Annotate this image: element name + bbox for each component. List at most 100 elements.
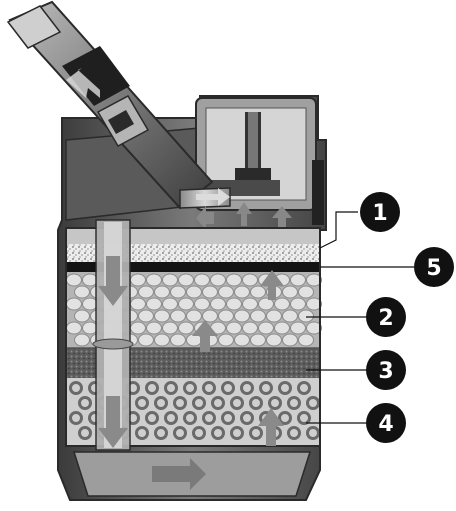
pebble [298, 285, 314, 299]
return-tube [92, 219, 134, 451]
pebble [194, 297, 210, 311]
pebble [66, 273, 82, 287]
ceramic-ring [173, 426, 187, 440]
pebble [290, 273, 306, 287]
pebble [250, 285, 266, 299]
ceramic-ring [221, 381, 235, 395]
ceramic-ring [69, 381, 83, 395]
ceramic-ring [192, 396, 206, 410]
flow-arrow-intake [66, 68, 100, 98]
pebble [266, 333, 282, 347]
flow-arrow-bottom [152, 458, 206, 490]
pebble [178, 273, 194, 287]
pebble [66, 297, 82, 311]
ceramic-ring [249, 396, 263, 410]
pebble [242, 297, 258, 311]
pebble [226, 321, 242, 335]
pebble [146, 273, 162, 287]
pebble [306, 297, 322, 311]
callout-badge-2: 2 [366, 297, 406, 337]
pebble [138, 333, 154, 347]
pebble [170, 333, 186, 347]
pebble [74, 285, 90, 299]
pebble [178, 321, 194, 335]
svg-text:4: 4 [378, 412, 393, 437]
pebble [162, 321, 178, 335]
pebble [210, 273, 226, 287]
ceramic-ring [154, 396, 168, 410]
ceramic-ring [78, 396, 92, 410]
pebble [210, 297, 226, 311]
pebble [154, 309, 170, 323]
pebble [218, 309, 234, 323]
flow-arrow-down-top [98, 256, 128, 306]
ceramic-ring [78, 426, 92, 440]
pebble [138, 285, 154, 299]
pebble [258, 297, 274, 311]
pebble [130, 321, 146, 335]
callout-badge-4: 4 [366, 403, 406, 443]
ceramic-ring [297, 381, 311, 395]
bottom-tray [72, 451, 312, 497]
pebble [202, 285, 218, 299]
ceramic-ring [249, 426, 263, 440]
ceramic-ring [240, 411, 254, 425]
pebble [250, 333, 266, 347]
pebble [202, 309, 218, 323]
pebble [186, 309, 202, 323]
svg-text:5: 5 [426, 256, 441, 281]
intake-tube [6, 0, 231, 210]
pebble [162, 273, 178, 287]
pebble [290, 321, 306, 335]
ceramic-ring [69, 411, 83, 425]
pebble [146, 297, 162, 311]
pebble [306, 273, 322, 287]
pebble [170, 309, 186, 323]
pebble [66, 321, 82, 335]
ceramic-ring [211, 396, 225, 410]
pebble [226, 297, 242, 311]
pebble [266, 309, 282, 323]
pebble [146, 321, 162, 335]
pebble [306, 321, 322, 335]
pebble [234, 333, 250, 347]
flow-arrow-down-bottom [98, 396, 128, 448]
pebble [130, 297, 146, 311]
pebble [162, 297, 178, 311]
pebble [226, 273, 242, 287]
pebble [186, 285, 202, 299]
pebble [234, 285, 250, 299]
ceramic-ring [202, 381, 216, 395]
svg-text:3: 3 [378, 359, 393, 384]
ceramic-ring [278, 411, 292, 425]
pebble [170, 285, 186, 299]
layer-5-black-pad [66, 262, 320, 272]
pebble [282, 309, 298, 323]
ceramic-ring [192, 426, 206, 440]
ceramic-ring [145, 411, 159, 425]
ceramic-ring [154, 426, 168, 440]
ceramic-ring [230, 426, 244, 440]
ceramic-ring [202, 411, 216, 425]
ceramic-ring [306, 426, 320, 440]
ceramic-ring [145, 381, 159, 395]
ceramic-ring [135, 426, 149, 440]
pebble [130, 273, 146, 287]
pebble [154, 285, 170, 299]
ceramic-ring [240, 381, 254, 395]
pebble [258, 321, 274, 335]
pebble [154, 333, 170, 347]
pebble [218, 285, 234, 299]
callout-badge-1: 1 [360, 192, 400, 232]
pebble [74, 309, 90, 323]
pebble [74, 333, 90, 347]
pebble [234, 309, 250, 323]
callout-badge-3: 3 [366, 350, 406, 390]
callout-leaders [306, 211, 414, 424]
ceramic-ring [164, 381, 178, 395]
pebble [290, 297, 306, 311]
pebble [194, 273, 210, 287]
ceramic-ring [135, 396, 149, 410]
callout-badge-5: 5 [414, 247, 454, 287]
pebble [274, 297, 290, 311]
